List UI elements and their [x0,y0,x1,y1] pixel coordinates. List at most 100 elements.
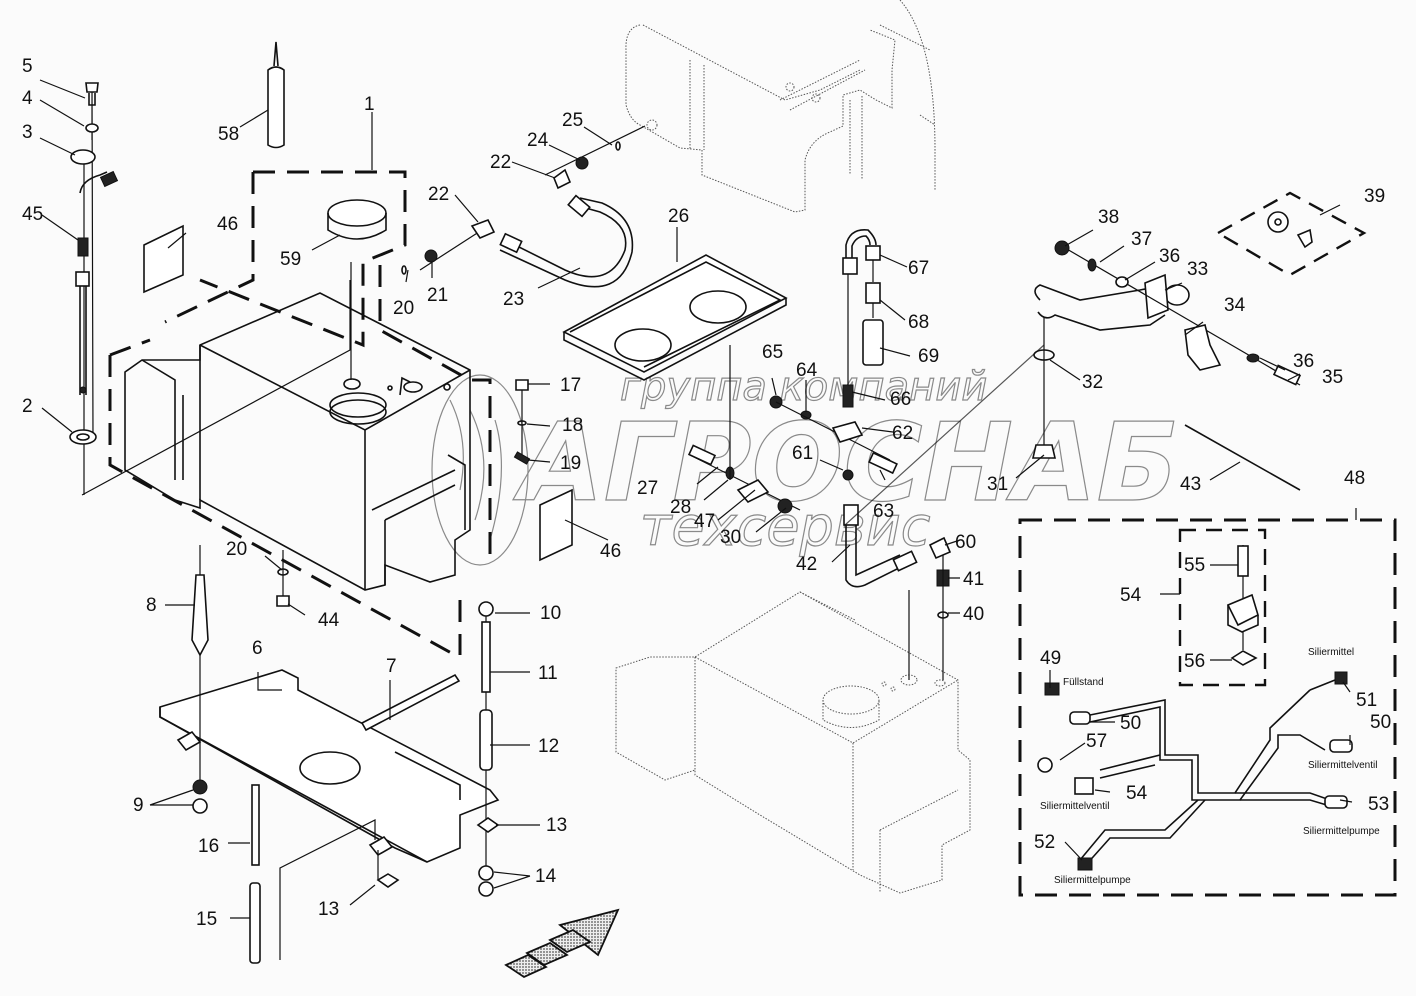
callout-51: 51 [1356,690,1377,711]
cable-tie-43 [1184,424,1301,491]
strip-7 [360,673,461,732]
label-siliermittelpumpe-right: Siliermittelpumpe [1303,826,1380,837]
leader-lines [39,79,1357,919]
callout-labels: 5 4 3 45 2 1 58 59 46 20 21 22 23 22 24 … [22,56,1391,930]
callout-54-kit: 54 [1120,585,1142,606]
callout-15: 15 [196,909,217,930]
callout-20-bottom: 20 [226,539,247,560]
callout-56: 56 [1184,651,1205,672]
fastener-17-19 [513,379,531,465]
callout-4: 4 [22,88,33,109]
bracket-34-fasteners [1054,240,1302,386]
callout-2: 2 [22,396,33,417]
callout-23: 23 [503,289,524,310]
outlet-pipe-33 [844,273,1190,526]
callout-53: 53 [1368,794,1389,815]
callout-49: 49 [1040,648,1061,669]
callout-8: 8 [146,595,157,616]
callout-61: 61 [792,443,813,464]
callout-60: 60 [955,532,976,553]
hose-assembly-23 [401,125,646,288]
watermark-line1: группа компаний [620,364,987,410]
callout-62: 62 [892,423,913,444]
callout-1: 1 [364,94,375,115]
callout-58: 58 [218,124,239,145]
callout-27: 27 [637,478,658,499]
callout-65: 65 [762,342,783,363]
callout-67: 67 [908,258,929,279]
watermark: группа компаний АГРОСНАБ техсервис [431,363,1180,566]
label-fuellstand: Füllstand [1063,677,1104,688]
harness-labels: Füllstand Siliermittel Siliermittelventi… [1040,647,1380,886]
pipe-67-filter-69 [842,228,884,366]
tank-assembly-1 [81,170,492,657]
callout-42: 42 [796,554,817,575]
callout-32: 32 [1082,372,1103,393]
callout-13-right: 13 [546,815,567,836]
fastener-20-44 [276,550,290,607]
callout-37: 37 [1131,229,1152,250]
cap-59 [327,199,387,380]
callout-43: 43 [1180,474,1201,495]
callout-50-left: 50 [1120,713,1141,734]
callout-6: 6 [252,638,263,659]
callout-66: 66 [890,389,911,410]
callout-14: 14 [535,866,557,887]
callout-33: 33 [1187,259,1208,280]
stud-15-16 [249,784,376,964]
label-siliermittelpumpe-left: Siliermittelpumpe [1054,875,1131,886]
callout-36-left: 36 [1159,246,1180,267]
tank-ghost-installed [615,591,971,894]
tensioner-8 [191,545,209,814]
callout-28: 28 [670,497,691,518]
callout-47: 47 [694,511,715,532]
label-siliermittelventil-right: Siliermittelventil [1308,760,1377,771]
callout-35: 35 [1322,367,1343,388]
callout-55: 55 [1184,555,1205,576]
label-siliermittel: Siliermittel [1308,647,1354,658]
callout-11: 11 [538,663,558,684]
callout-39: 39 [1364,186,1385,207]
cap-kit-39 [1215,191,1367,277]
callout-13-left: 13 [318,899,339,920]
floor-plate-6 [159,669,500,863]
callout-30: 30 [720,527,741,548]
callout-31: 31 [987,474,1008,495]
pipe-42-fittings [843,504,952,680]
callout-38: 38 [1098,207,1119,228]
tray-26 [562,254,788,381]
callout-52: 52 [1034,832,1055,853]
label-siliermittelventil-left: Siliermittelventil [1040,801,1109,812]
callout-9: 9 [133,795,144,816]
callout-59: 59 [280,249,301,270]
callout-26: 26 [668,206,689,227]
callout-5: 5 [22,56,33,77]
callout-17: 17 [560,375,581,396]
machine-frame-ghost-top [625,0,936,213]
callout-22-left: 22 [428,184,449,205]
callout-10: 10 [540,603,561,624]
callout-24: 24 [527,130,549,151]
callout-7: 7 [386,656,397,677]
pad-46 [143,224,573,562]
bracket-group-61-66 [769,270,898,481]
sealant-cartridge-58 [267,41,285,149]
callout-20-top: 20 [393,298,414,319]
callout-16: 16 [198,836,219,857]
callout-41: 41 [963,569,984,590]
watermark-logo-icon [431,374,529,566]
callout-54-harness: 54 [1126,783,1148,804]
wiring-harness-box-48 [1018,518,1397,897]
callout-45: 45 [22,204,43,225]
callout-3: 3 [22,122,33,143]
callout-68: 68 [908,312,929,333]
callout-46-bottom: 46 [600,541,621,562]
callout-19: 19 [560,453,581,474]
callout-22-right: 22 [490,152,511,173]
callout-64: 64 [796,360,818,381]
callout-69: 69 [918,346,939,367]
callout-40: 40 [963,604,984,625]
callout-18: 18 [562,415,583,436]
